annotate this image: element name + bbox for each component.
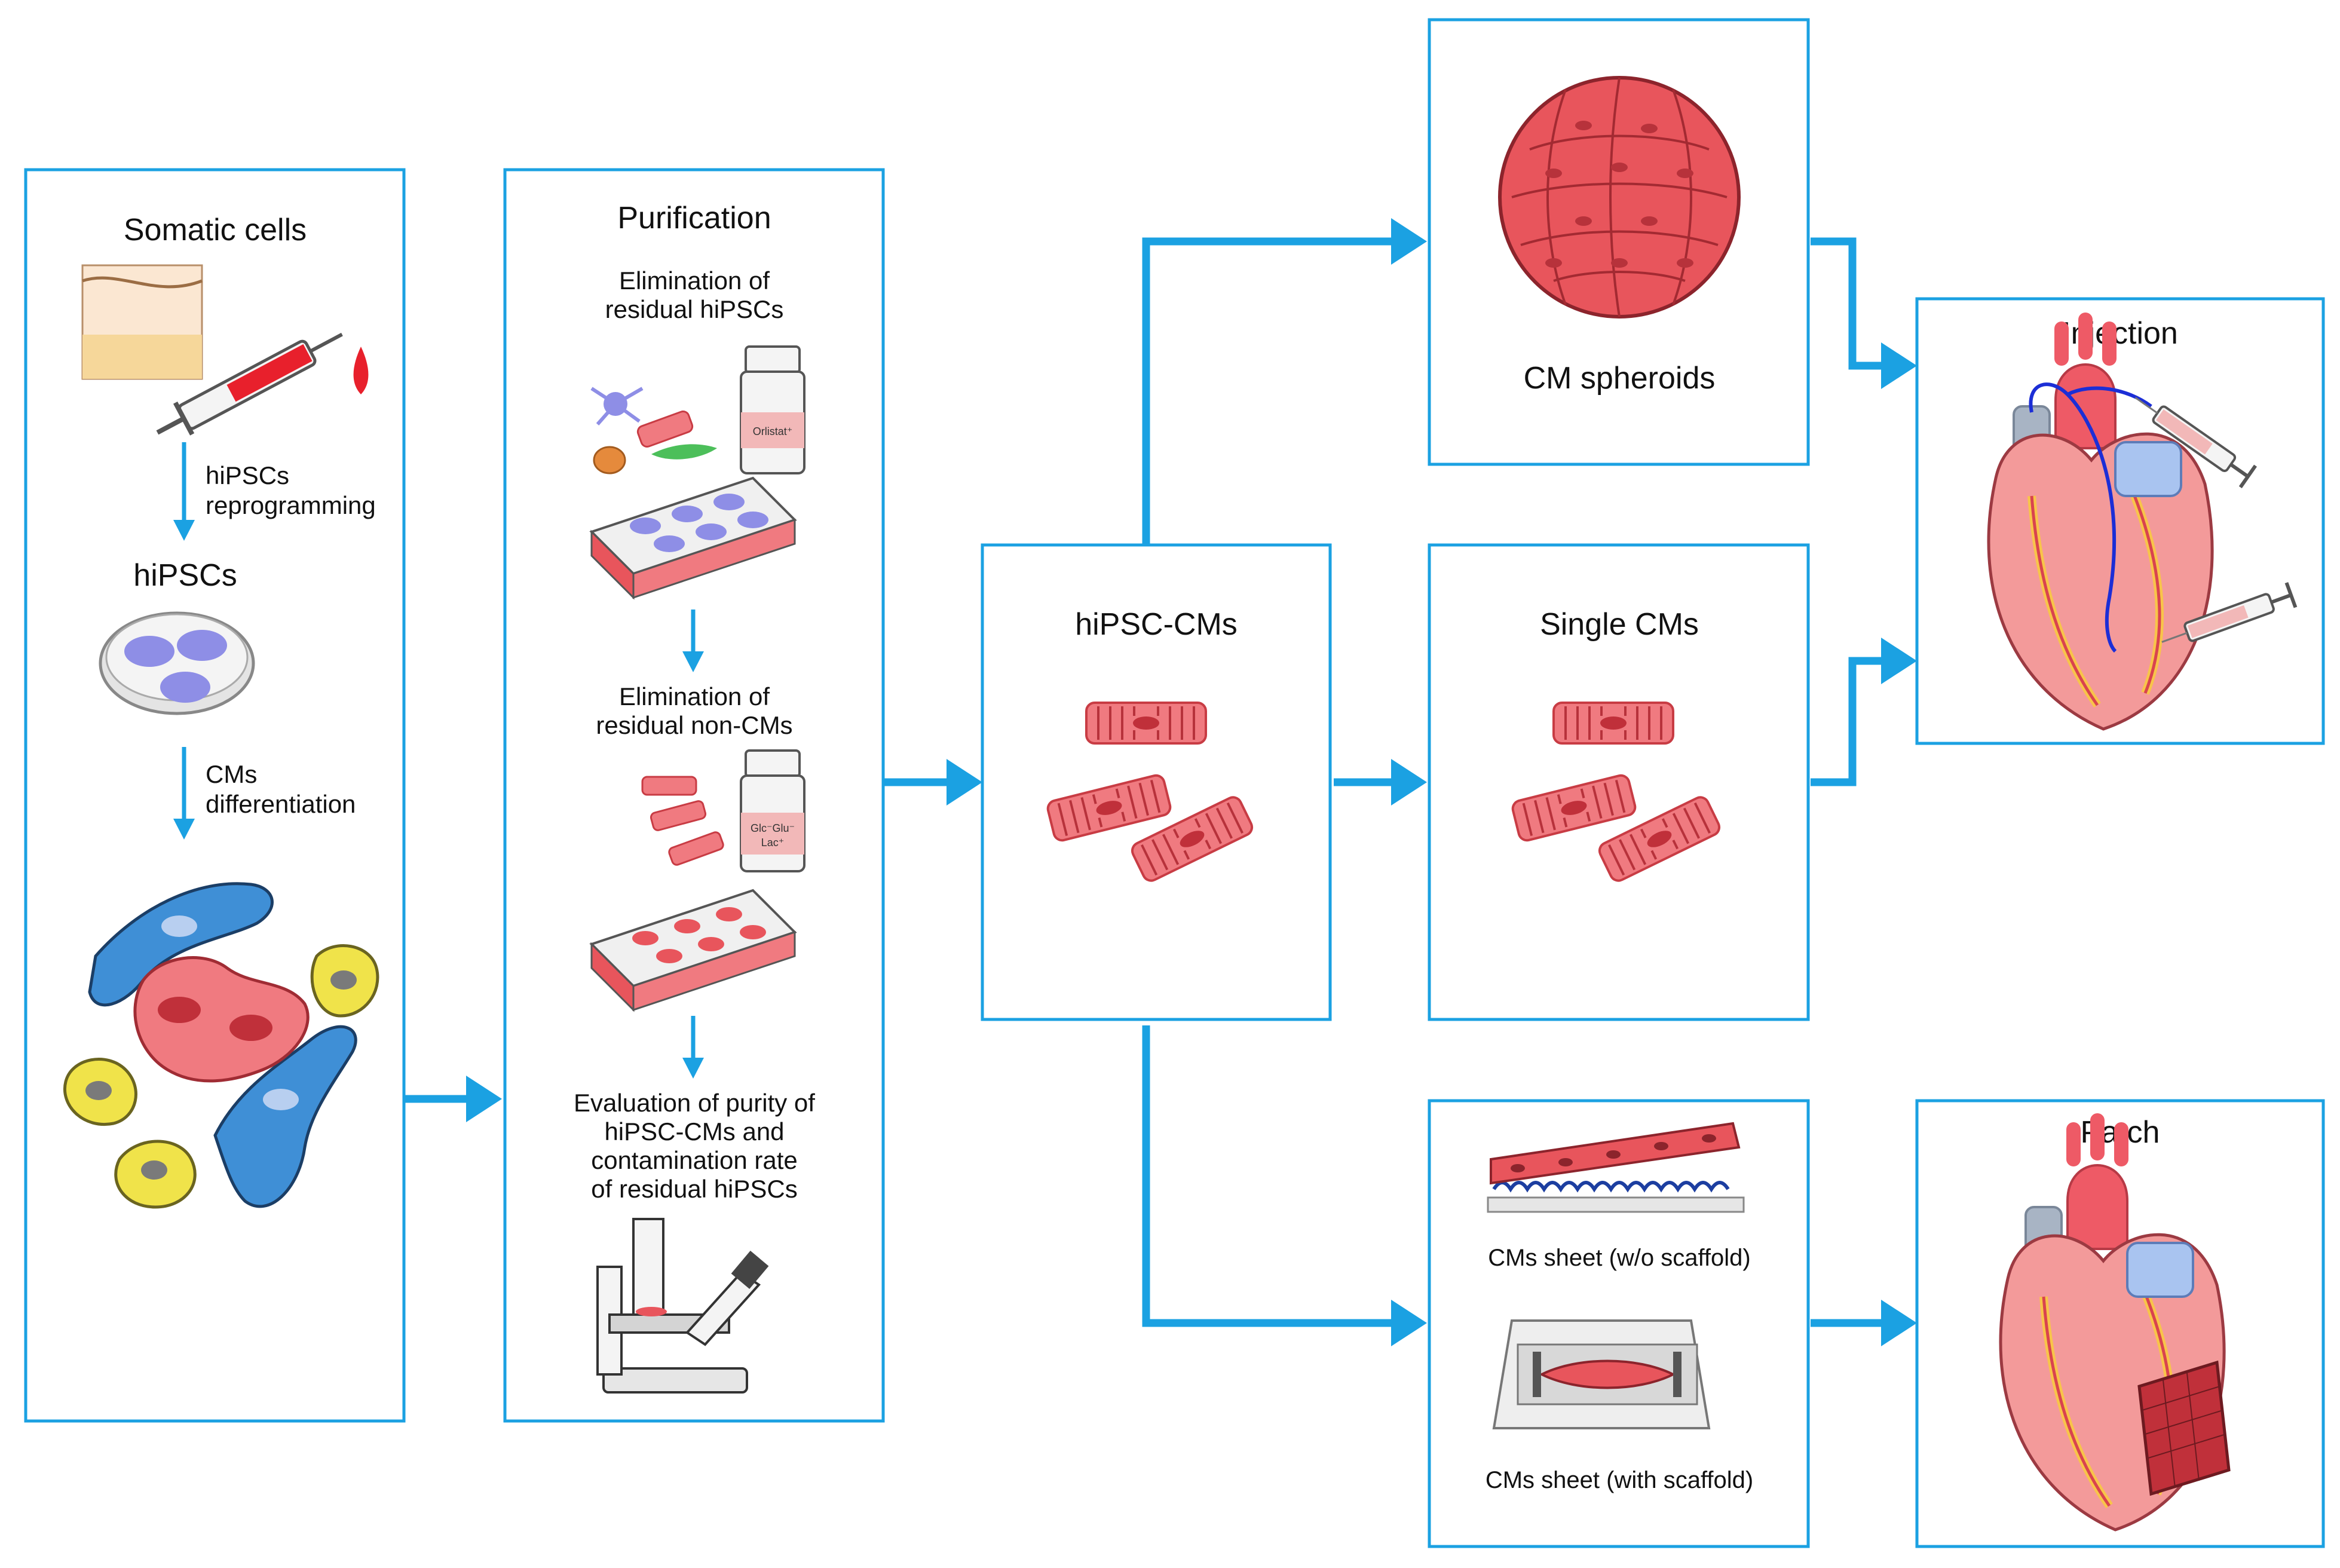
elimination-noncms-line2: residual non-CMs xyxy=(596,711,792,739)
microscope-icon xyxy=(596,1218,769,1394)
elimination-noncms-line1: Elimination of xyxy=(619,682,770,710)
skin-sample-illustration xyxy=(81,264,203,380)
sheet-without-scaffold-illustration xyxy=(1487,1122,1745,1213)
sheet-with-scaffold-label: CMs sheet (with scaffold) xyxy=(1486,1467,1753,1493)
non-target-cells-illustration xyxy=(590,387,717,474)
differentiation-label-line1: CMs xyxy=(206,760,257,788)
evaluation-line2: hiPSC-CMs and xyxy=(604,1117,784,1146)
cm-spheroids-label: CM spheroids xyxy=(1524,361,1716,396)
spheroid-illustration xyxy=(1498,76,1741,318)
elimination-hipscs-line2: residual hiPSCs xyxy=(605,295,784,323)
evaluation-line3: contamination rate xyxy=(591,1146,798,1174)
orlistat-label: Orlistat⁺ xyxy=(753,425,793,437)
reprogramming-label-line1: hiPSCs xyxy=(206,461,289,489)
glucose-label-line1: Glc⁻Glu⁻ xyxy=(751,822,795,834)
cm-spheroids-box: CM spheroids xyxy=(1428,18,1810,466)
single-cms-box: Single CMs xyxy=(1428,543,1810,1021)
mixed-cells-illustration xyxy=(63,882,379,1209)
culture-plates-stack-2 xyxy=(589,889,797,1012)
catheter-line xyxy=(2029,382,2117,653)
differentiation-label-line2: differentiation xyxy=(206,790,356,818)
elimination-hipscs-line1: Elimination of xyxy=(619,267,770,295)
hipsc-cms-title: hiPSC-CMs xyxy=(1075,607,1238,642)
injection-box: Injection xyxy=(1915,297,2325,745)
evaluation-line1: Evaluation of purity of xyxy=(574,1089,815,1117)
stage-somatic-title: Somatic cells xyxy=(124,213,307,247)
cms-sheet-box: CMs sheet (w/o scaffold) CMs sheet (with… xyxy=(1428,1099,1810,1548)
purified-cms-illustration xyxy=(641,776,724,866)
single-cms-label: Single CMs xyxy=(1540,607,1699,642)
stage-purification-title: Purification xyxy=(617,201,771,235)
stage-purification-box: Purification Elimination of residual hiP… xyxy=(503,168,885,1423)
culture-plates-stack-1 xyxy=(589,476,797,600)
glucose-label-line2: Lac⁺ xyxy=(761,837,785,849)
stage-somatic-box: Somatic cells hiPSCs reprogramming hiPSC… xyxy=(24,168,406,1423)
sheet-without-scaffold-label: CMs sheet (w/o scaffold) xyxy=(1488,1245,1750,1271)
syringe-blood-illustration xyxy=(156,332,343,436)
reprogramming-label-line2: reprogramming xyxy=(206,491,376,519)
sheet-with-scaffold-illustration xyxy=(1492,1319,1711,1429)
patch-box: Patch xyxy=(1915,1099,2325,1548)
blood-drop-icon xyxy=(353,347,369,394)
cardiac-patch-illustration xyxy=(2137,1360,2231,1496)
flow-connectors xyxy=(382,218,1917,1346)
glucose-free-bottle-illustration: Glc⁻Glu⁻ Lac⁺ xyxy=(740,749,805,872)
evaluation-line4: of residual hiPSCs xyxy=(591,1175,798,1203)
petri-dish-illustration xyxy=(99,611,255,715)
hipscs-label: hiPSCs xyxy=(133,558,237,593)
hipsc-cms-box: hiPSC-CMs xyxy=(981,543,1332,1021)
orlistat-bottle-illustration: Orlistat⁺ xyxy=(740,345,805,474)
